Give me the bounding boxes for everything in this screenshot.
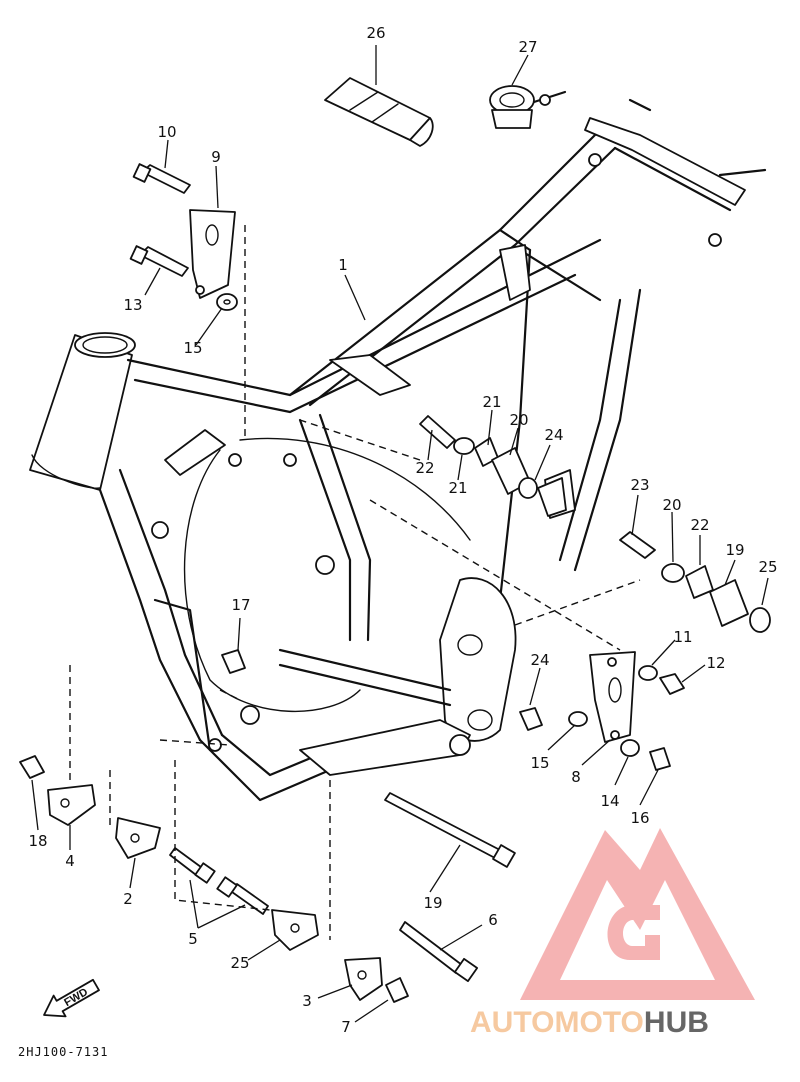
callout-10: 10	[157, 123, 176, 141]
bracket-part-3	[344, 957, 383, 1001]
main-frame	[29, 98, 767, 802]
callout-4: 4	[65, 852, 75, 870]
long-bolt-part-17	[384, 792, 516, 868]
callout-18-left: 18	[28, 832, 47, 850]
callout-2: 2	[123, 890, 133, 908]
callout-7: 7	[341, 1018, 351, 1036]
bolt-part-13	[129, 245, 189, 277]
nut-part-18-frame	[221, 649, 246, 674]
callout-3: 3	[302, 992, 312, 1010]
fwd-label: FWD	[62, 986, 90, 1009]
nut-part-18-left	[19, 755, 45, 779]
nut-part-16	[649, 747, 671, 771]
callout-27: 27	[518, 38, 537, 56]
watermark-text: AUTOMOTOHUB	[470, 1006, 709, 1039]
bolt-part-10	[132, 163, 191, 194]
callout-14: 14	[600, 792, 619, 810]
callout-21-upper: 21	[482, 393, 501, 411]
watermark-part1: AUTOMOTO	[470, 1006, 644, 1039]
callout-22-right: 23	[630, 476, 649, 494]
bolt-part-5-lower	[216, 876, 269, 915]
fwd-arrow: FWD	[43, 978, 100, 1018]
bolt-part-6	[399, 921, 479, 983]
callout-24-right: 25	[758, 558, 777, 576]
callout-15-upper: 15	[183, 339, 202, 357]
bolt-part-5-upper	[169, 847, 216, 884]
washer-part-11	[638, 665, 658, 681]
callout-19-right: 19	[725, 541, 744, 559]
callout-17: 19	[423, 894, 442, 912]
callout-9: 9	[211, 148, 221, 166]
watermark-part2: HUB	[644, 1006, 709, 1039]
engine-bracket-part-9	[189, 209, 236, 299]
bracket-part-2	[115, 817, 161, 859]
callout-11: 11	[673, 628, 692, 646]
automotohub-watermark-logo	[520, 828, 755, 1000]
nut-part-23	[519, 707, 543, 731]
callout-21-right: 22	[690, 516, 709, 534]
cable-guide-part-27	[489, 85, 567, 129]
callout-5: 5	[188, 930, 198, 948]
bracket-part-4	[47, 784, 96, 826]
washer-part-15-lower	[568, 711, 588, 727]
callout-26: 26	[366, 24, 385, 42]
callout-18-frame: 17	[231, 596, 250, 614]
alignment-lines	[69, 225, 641, 940]
nut-part-12	[659, 673, 685, 695]
callout-6: 6	[488, 911, 498, 929]
leader-lines	[31, 45, 769, 1023]
callout-8: 8	[571, 768, 581, 786]
callout-25: 25	[230, 954, 249, 972]
callout-13: 13	[123, 296, 142, 314]
nut-part-15-upper	[216, 293, 238, 311]
callout-23: 24	[530, 651, 549, 669]
nut-part-7	[385, 977, 409, 1003]
drawing-code: 2HJ100-7131	[18, 1045, 108, 1059]
callout-24-upper: 24	[544, 426, 563, 444]
callout-20-upper: 21	[448, 479, 467, 497]
bracket-part-8	[589, 651, 636, 743]
nut-part-15-upper-hole	[223, 299, 231, 305]
bracket-part-25	[271, 909, 319, 951]
callout-20-right: 20	[662, 496, 681, 514]
rear-mount-right-assembly	[619, 531, 771, 633]
callout-16: 16	[630, 809, 649, 827]
callout-12: 12	[706, 654, 725, 672]
callout-15-lower: 15	[530, 754, 549, 772]
washer-part-14	[620, 739, 640, 757]
callout-labels: 26 27 10 9 13 15 1 21 20 24 22 21 23 20 …	[28, 24, 777, 1036]
rubber-band-part-26	[324, 77, 434, 147]
callout-22-upper: 22	[415, 459, 434, 477]
callout-1: 1	[338, 256, 348, 274]
rear-mount-upper-assembly	[419, 415, 567, 517]
callout-19-upper: 20	[509, 411, 528, 429]
